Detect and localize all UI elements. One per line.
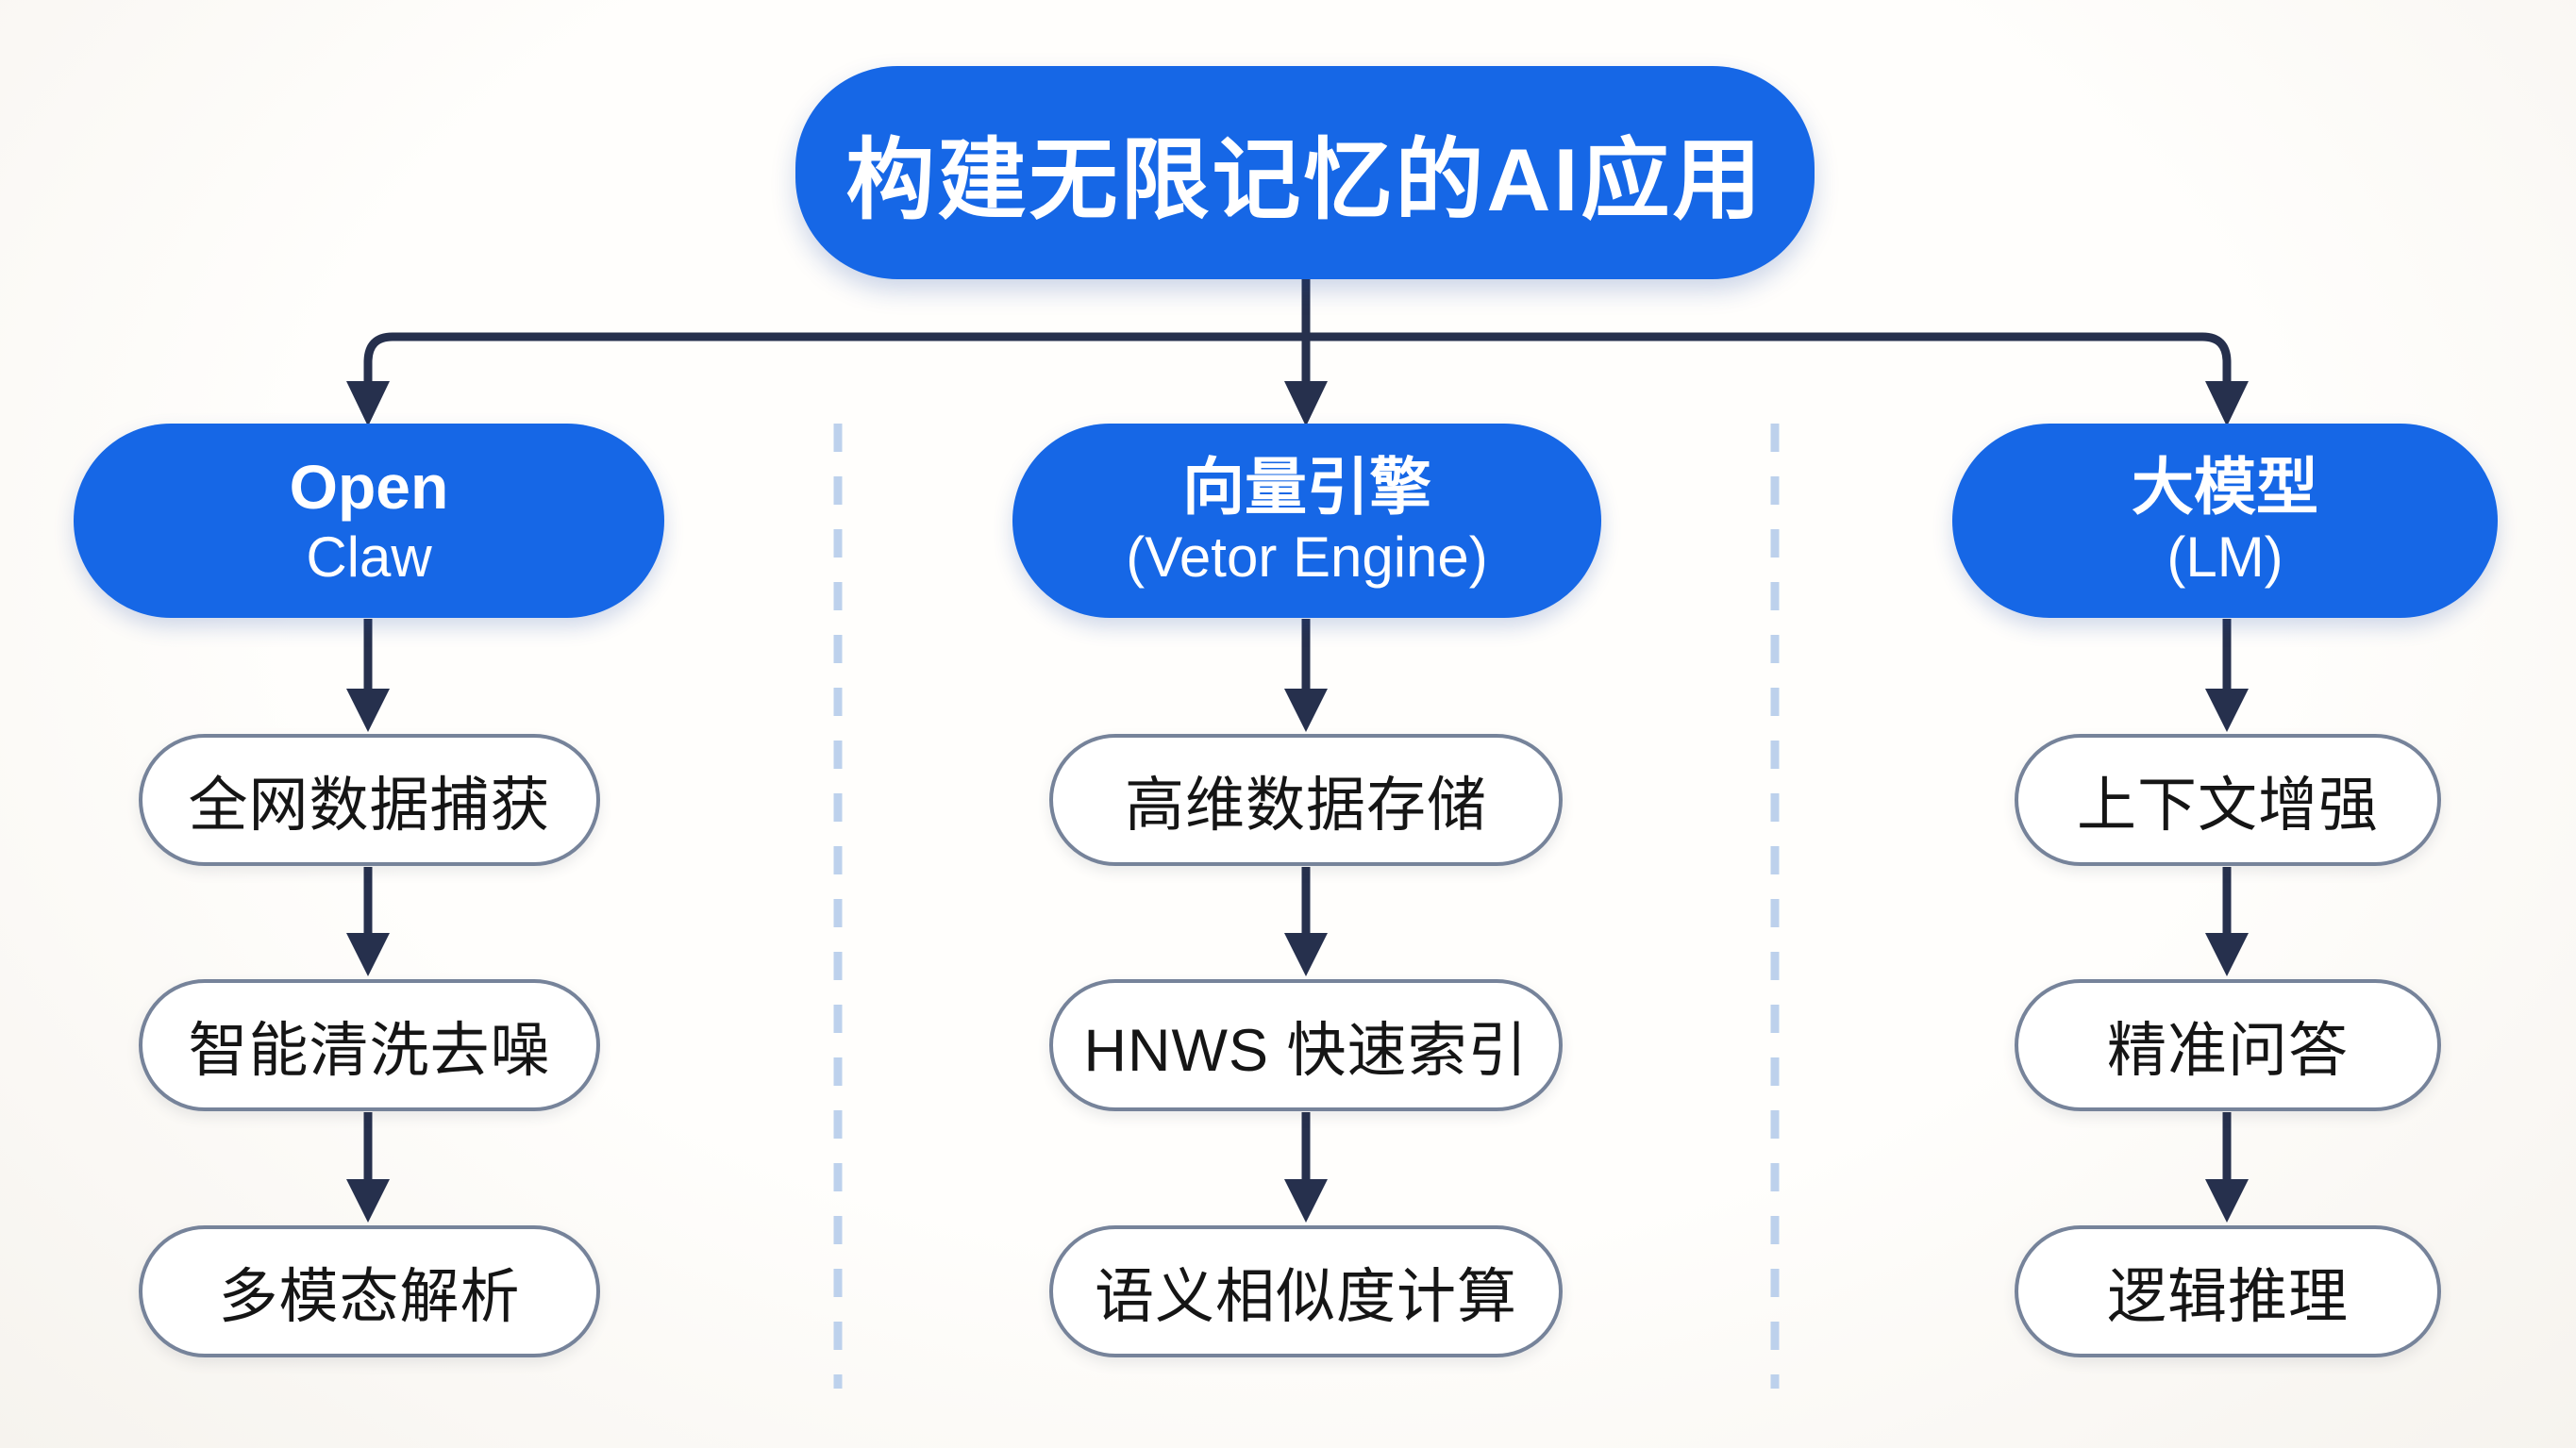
arrowhead-down-icon bbox=[1284, 381, 1328, 426]
arrowhead-down-icon bbox=[346, 381, 390, 426]
arrowhead-down-icon bbox=[2205, 1179, 2249, 1223]
header-open-claw: Open Claw bbox=[74, 424, 664, 618]
header-label-line2: (LM) bbox=[2166, 524, 2283, 589]
arrowhead-down-icon bbox=[1284, 689, 1328, 732]
arrowhead-down-icon bbox=[2205, 933, 2249, 976]
step-pill: 语义相似度计算 bbox=[1049, 1225, 1563, 1357]
step-pill: 上下文增强 bbox=[2015, 734, 2441, 866]
arrowhead-down-icon bbox=[346, 689, 390, 732]
step-pill: 智能清洗去噪 bbox=[139, 979, 600, 1111]
step-label: 语义相似度计算 bbox=[1095, 1263, 1517, 1330]
header-label-line1: 向量引擎 bbox=[1182, 451, 1431, 522]
step-label: 精准问答 bbox=[2107, 1017, 2349, 1084]
step-pill: 全网数据捕获 bbox=[139, 734, 600, 866]
step-pill: 多模态解析 bbox=[139, 1225, 600, 1357]
step-label: 多模态解析 bbox=[218, 1263, 521, 1330]
step-label: 上下文增强 bbox=[2077, 772, 2379, 839]
step-label: HNWS 快速索引 bbox=[1083, 1017, 1529, 1084]
step-label: 智能清洗去噪 bbox=[188, 1017, 551, 1084]
arrowhead-down-icon bbox=[1284, 933, 1328, 976]
arrowhead-down-icon bbox=[1284, 1179, 1328, 1223]
step-pill: 高维数据存储 bbox=[1049, 734, 1563, 866]
header-vector-engine: 向量引擎 (Vetor Engine) bbox=[1012, 424, 1601, 618]
title-label: 构建无限记忆的AI应用 bbox=[845, 130, 1765, 229]
arrowhead-down-icon bbox=[346, 1179, 390, 1223]
step-label: 逻辑推理 bbox=[2107, 1263, 2349, 1330]
arrowhead-down-icon bbox=[346, 933, 390, 976]
step-pill: 逻辑推理 bbox=[2015, 1225, 2441, 1357]
step-pill: HNWS 快速索引 bbox=[1049, 979, 1563, 1111]
header-label-line2: (Vetor Engine) bbox=[1126, 524, 1488, 589]
branch-connector bbox=[363, 332, 2232, 383]
title-node: 构建无限记忆的AI应用 bbox=[795, 66, 1815, 279]
header-label-line1: 大模型 bbox=[2132, 451, 2318, 522]
header-large-model: 大模型 (LM) bbox=[1952, 424, 2498, 618]
step-pill: 精准问答 bbox=[2015, 979, 2441, 1111]
arrowhead-down-icon bbox=[2205, 381, 2249, 426]
header-label-line2: Claw bbox=[306, 524, 432, 589]
step-label: 高维数据存储 bbox=[1125, 772, 1487, 839]
header-label-line1: Open bbox=[289, 451, 449, 522]
step-label: 全网数据捕获 bbox=[188, 772, 551, 839]
arrowhead-down-icon bbox=[2205, 689, 2249, 732]
